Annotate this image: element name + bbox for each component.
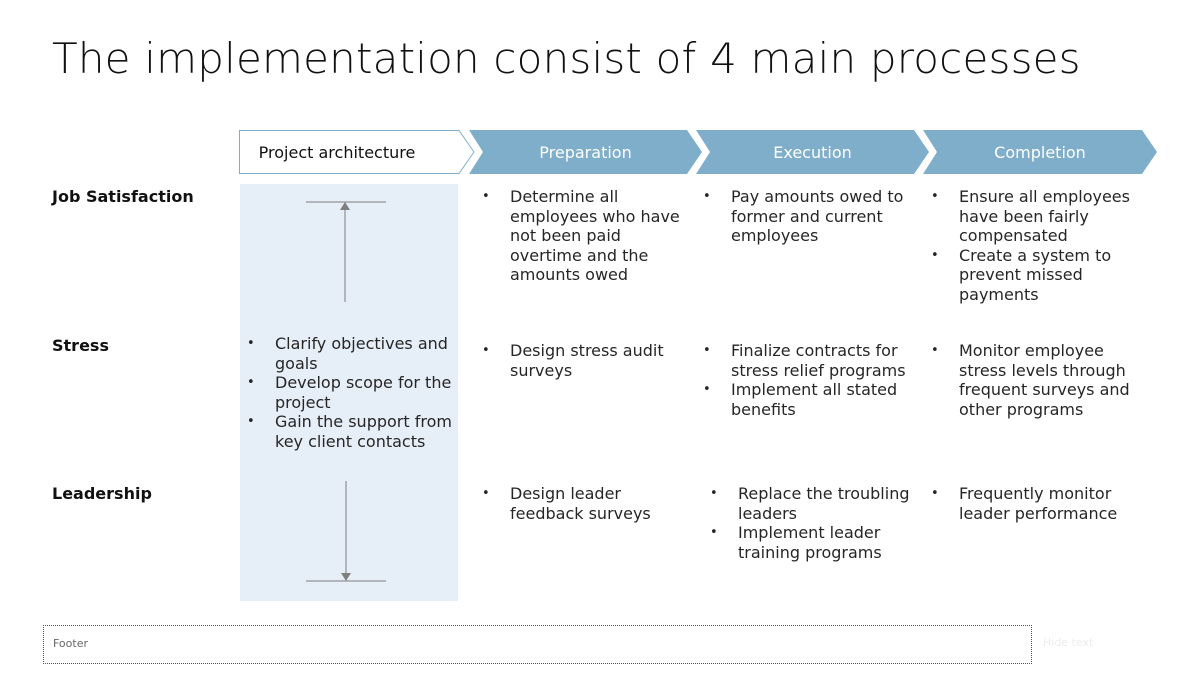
list-item: Implement leader training programs	[710, 523, 916, 562]
list-item: Finalize contracts for stress relief pro…	[703, 341, 915, 380]
down-arrow-head-icon	[341, 573, 351, 581]
phase-execution: Execution	[696, 130, 929, 174]
slide-title: The implementation consist of 4 main pro…	[52, 34, 1081, 83]
chevron-shape	[696, 130, 929, 174]
list-item: Frequently monitor leader performance	[931, 484, 1151, 523]
list-item: Design leader feedback surveys	[482, 484, 694, 523]
list-item: Create a system to prevent missed paymen…	[931, 246, 1151, 305]
span-arrows	[306, 201, 386, 582]
job-preparation-list: Determine all employees who have not bee…	[482, 187, 694, 285]
job-completion-list: Ensure all employees have been fairly co…	[931, 187, 1151, 305]
stress-preparation-list: Design stress audit surveys	[482, 341, 694, 380]
up-arrow-head-icon	[340, 202, 350, 210]
row-label-job-satisfaction: Job Satisfaction	[52, 187, 194, 206]
phase-project-architecture: Project architecture	[239, 130, 475, 174]
architecture-list: Clarify objectives and goals Develop sco…	[247, 334, 452, 452]
phase-preparation: Preparation	[469, 130, 702, 174]
list-item: Ensure all employees have been fairly co…	[931, 187, 1151, 246]
list-item: Replace the troubling leaders	[710, 484, 916, 523]
job-execution-list: Pay amounts owed to former and current e…	[703, 187, 915, 246]
stress-execution-list: Finalize contracts for stress relief pro…	[703, 341, 915, 419]
footer-ghost-text: Hide text	[1043, 636, 1094, 649]
list-item: Implement all stated benefits	[703, 380, 915, 419]
list-item: Clarify objectives and goals	[247, 334, 452, 373]
row-label-stress: Stress	[52, 336, 109, 355]
list-item: Design stress audit surveys	[482, 341, 694, 380]
list-item: Determine all employees who have not bee…	[482, 187, 694, 285]
footer-text: Footer	[53, 637, 88, 650]
phase-completion: Completion	[923, 130, 1157, 174]
leadership-completion-list: Frequently monitor leader performance	[931, 484, 1151, 523]
chevron-shape	[923, 130, 1157, 174]
stress-completion-list: Monitor employee stress levels through f…	[931, 341, 1151, 419]
leadership-preparation-list: Design leader feedback surveys	[482, 484, 694, 523]
list-item: Pay amounts owed to former and current e…	[703, 187, 915, 246]
phase-label: Execution	[773, 142, 852, 162]
chevron-shape	[469, 130, 702, 174]
footer-placeholder[interactable]: Footer	[43, 625, 1032, 664]
phase-label: Preparation	[539, 142, 632, 162]
chevron-outline-shape	[239, 130, 475, 174]
list-item: Gain the support from key client contact…	[247, 412, 452, 451]
row-label-leadership: Leadership	[52, 484, 152, 503]
list-item: Develop scope for the project	[247, 373, 452, 412]
phase-label: Project architecture	[258, 142, 416, 162]
list-item: Monitor employee stress levels through f…	[931, 341, 1151, 419]
phase-label: Completion	[994, 142, 1086, 162]
leadership-execution-list: Replace the troubling leaders Implement …	[710, 484, 916, 562]
